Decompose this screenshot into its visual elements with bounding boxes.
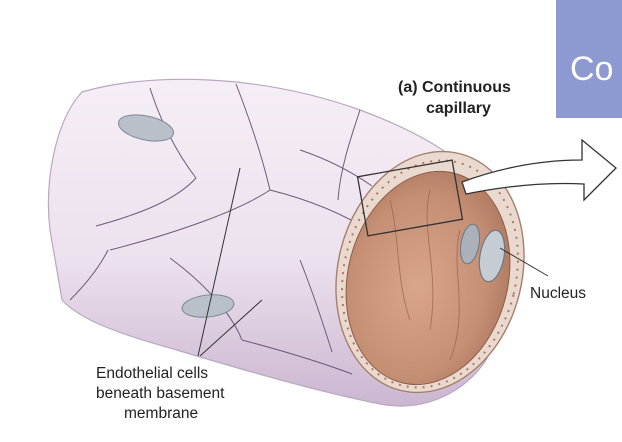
- surface-nucleus-1: [117, 114, 175, 142]
- nucleus-shape-back: [459, 223, 481, 265]
- nucleus-shape: [478, 229, 506, 283]
- title-badge-text: Co: [570, 50, 613, 88]
- title-label-line2: capillary: [426, 100, 491, 117]
- title-badge: [556, 0, 622, 118]
- cell-boundaries: [69, 83, 373, 375]
- endothelial-leader-2: [199, 299, 263, 357]
- magnification-box: [356, 159, 464, 237]
- endothelial-label-line3: membrane: [124, 405, 198, 422]
- lumen-texture: [389, 189, 461, 361]
- zoom-arrow: [461, 138, 617, 202]
- nucleus-label: Nucleus: [530, 285, 586, 302]
- basement-membrane-dots: [341, 159, 519, 389]
- surface-nucleus-2: [181, 294, 235, 318]
- endothelial-label-line1: Endothelial cells: [96, 365, 208, 382]
- endothelial-leader-1: [197, 167, 241, 357]
- title-label-line1: (a) Continuous: [398, 79, 511, 96]
- nucleus-leader-line: [499, 247, 549, 277]
- endothelial-label-line2: beneath basement: [96, 385, 225, 402]
